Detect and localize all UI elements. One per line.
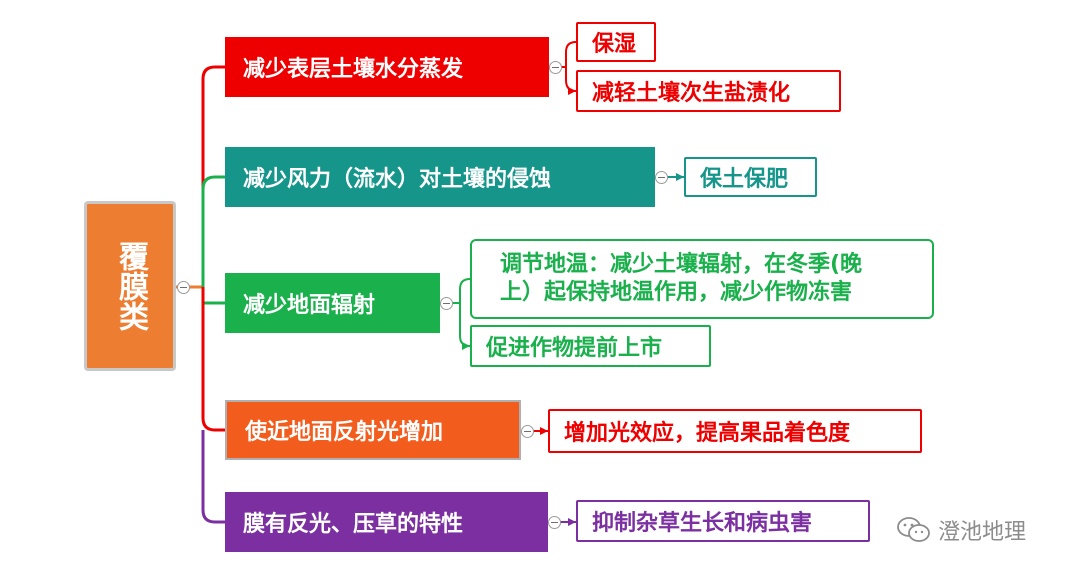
arrowhead-leaf-5 [568, 518, 576, 526]
leaf-node-4[interactable]: 增加光效应，提高果品着色度 [548, 409, 922, 453]
branch-label-4: 使近地面反射光增加 [245, 420, 444, 445]
leaf-line-3a-1: 调节地温：减少土壤辐射，在冬季(晚 [500, 252, 863, 277]
arrowhead-leaf-3b [462, 342, 470, 350]
arrowhead-leaf-1b [568, 87, 576, 95]
leaf-node-1a[interactable]: 保湿 [576, 22, 656, 62]
leaf-node-2[interactable]: 保土保肥 [684, 157, 817, 197]
branch-label-3: 减少地面辐射 [243, 293, 376, 318]
collapse-toggle-branch-4[interactable] [521, 425, 534, 438]
connector-leaf-1a [561, 41, 577, 68]
collapse-toggle-root[interactable] [177, 281, 190, 294]
connector-leaf-1b [565, 67, 577, 92]
connector-leaf-3a [452, 278, 471, 304]
leaf-label-1a: 保湿 [592, 32, 637, 57]
leaf-label-4: 增加光效应，提高果品着色度 [564, 421, 851, 446]
connector-branch-4 [201, 287, 225, 432]
branch-node-3[interactable]: 减少地面辐射 [225, 273, 440, 333]
branch-node-1[interactable]: 减少表层土壤水分蒸发 [225, 37, 549, 97]
arrowhead-leaf-4 [540, 427, 548, 435]
branch-label-2: 减少风力（流水）对土壤的侵蚀 [243, 167, 552, 192]
arrowhead-leaf-2 [676, 173, 684, 181]
wechat-icon [897, 517, 930, 542]
branch-label-5: 膜有反光、压草的特性 [243, 512, 464, 537]
leaf-label-1b: 减轻土壤次生盐渍化 [592, 81, 791, 106]
branch-label-1: 减少表层土壤水分蒸发 [243, 57, 464, 82]
leaf-label-5: 抑制杂草生长和病虫害 [592, 511, 813, 536]
leaf-node-3b[interactable]: 促进作物提前上市 [470, 325, 711, 367]
root-label: 覆膜类 [113, 241, 148, 331]
connector-branch-2 [201, 175, 225, 287]
branch-node-2[interactable]: 减少风力（流水）对土壤的侵蚀 [225, 147, 655, 207]
leaf-line-3a-2: 上）起保持地温作用，减少作物冻害 [500, 280, 853, 305]
connector-branch-1 [201, 65, 225, 287]
connector-branch-3 [201, 287, 225, 305]
watermark: 澄池地理 [896, 514, 1026, 546]
collapse-toggle-branch-3[interactable] [440, 297, 453, 310]
leaf-label-2: 保土保肥 [700, 167, 789, 192]
connector-leaf-3b [459, 303, 471, 347]
leaf-label-3b: 促进作物提前上市 [486, 336, 663, 361]
collapse-toggle-branch-1[interactable] [549, 61, 562, 74]
watermark-text: 澄池地理 [938, 520, 1027, 545]
collapse-toggle-branch-5[interactable] [548, 516, 561, 529]
leaf-node-1b[interactable]: 减轻土壤次生盐渍化 [576, 70, 841, 112]
leaf-node-5[interactable]: 抑制杂草生长和病虫害 [576, 500, 870, 542]
connector-branch-5 [201, 430, 225, 524]
branch-node-4[interactable]: 使近地面反射光增加 [225, 400, 521, 460]
leaf-node-3a[interactable]: 调节地温：减少土壤辐射，在冬季(晚 上）起保持地温作用，减少作物冻害 [470, 239, 934, 319]
branch-node-5[interactable]: 膜有反光、压草的特性 [225, 492, 548, 552]
leaf-text-3a: 调节地温：减少土壤辐射，在冬季(晚 上）起保持地温作用，减少作物冻害 [500, 251, 862, 307]
root-node[interactable]: 覆膜类 [84, 201, 176, 371]
collapse-toggle-branch-2[interactable] [655, 171, 668, 184]
